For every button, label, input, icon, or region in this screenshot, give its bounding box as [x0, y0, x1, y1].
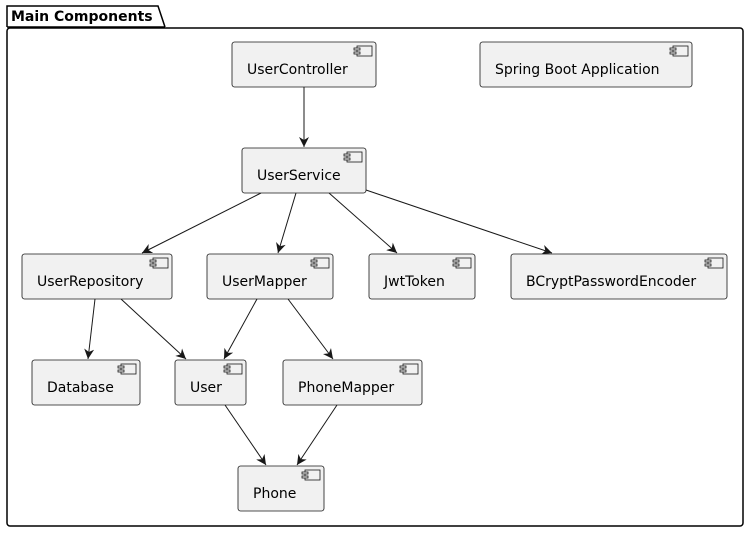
edge-user-service-to-bcrypt-password-encoder: [365, 189, 553, 255]
component-icon: [343, 151, 363, 163]
edge-phone-mapper-to-phone: [296, 404, 338, 466]
component-label: Phone: [253, 486, 296, 502]
component-icon: [310, 257, 330, 269]
edges-layer: [84, 87, 553, 466]
component-label: UserRepository: [37, 274, 143, 290]
component-user-service: UserService: [241, 147, 367, 194]
component-spring-boot-application: Spring Boot Application: [479, 41, 693, 88]
component-icon: [704, 257, 724, 269]
package-title: Main Components: [11, 9, 153, 25]
component-user-mapper: UserMapper: [206, 253, 334, 300]
component-box: [282, 359, 423, 406]
component-box: [241, 147, 367, 194]
component-icon: [353, 45, 373, 57]
component-label: User: [190, 380, 222, 396]
component-box: [31, 359, 141, 406]
component-box: [368, 253, 476, 300]
component-label: Database: [47, 380, 114, 396]
component-label: PhoneMapper: [298, 380, 394, 396]
edge-user-service-to-jwt-token: [328, 192, 398, 254]
component-box: [206, 253, 334, 300]
component-icon: [452, 257, 472, 269]
component-icon: [149, 257, 169, 269]
component-icon: [669, 45, 689, 57]
edge-user-service-to-user-mapper: [276, 192, 297, 254]
component-box: [510, 253, 728, 300]
component-user-controller: UserController: [231, 41, 377, 88]
component-user: User: [174, 359, 247, 406]
component-label: Spring Boot Application: [495, 62, 660, 78]
component-label: JwtToken: [383, 274, 445, 290]
component-phone-mapper: PhoneMapper: [282, 359, 423, 406]
component-label: UserMapper: [222, 274, 307, 290]
edge-user-to-phone: [224, 404, 267, 466]
edge-user-mapper-to-user: [223, 298, 258, 360]
component-user-repository: UserRepository: [21, 253, 173, 300]
component-box: [21, 253, 173, 300]
edge-user-repository-to-database: [84, 298, 96, 360]
component-icon: [223, 363, 243, 375]
package-tab: [6, 5, 166, 28]
component-label: BCryptPasswordEncoder: [526, 274, 696, 290]
component-bcrypt-password-encoder: BCryptPasswordEncoder: [510, 253, 728, 300]
component-phone: Phone: [237, 465, 325, 512]
component-icon: [301, 469, 321, 481]
component-box: [231, 41, 377, 88]
component-box: [479, 41, 693, 88]
component-icon: [399, 363, 419, 375]
component-database: Database: [31, 359, 141, 406]
edge-user-mapper-to-phone-mapper: [287, 298, 334, 360]
component-icon: [117, 363, 137, 375]
edge-user-repository-to-user: [120, 298, 187, 360]
component-label: UserService: [257, 168, 341, 184]
component-label: UserController: [247, 62, 348, 78]
edge-user-service-to-user-repository: [141, 192, 262, 254]
components-layer: UserController Spring Boot ApplicationUse…: [21, 41, 728, 512]
component-jwt-token: JwtToken: [368, 253, 476, 300]
